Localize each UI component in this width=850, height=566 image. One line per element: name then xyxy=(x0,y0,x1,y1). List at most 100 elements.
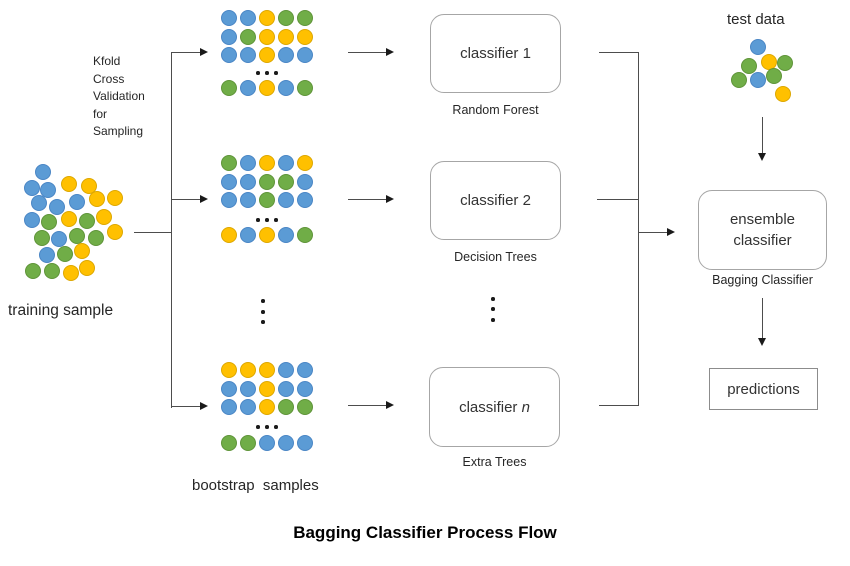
ensemble-classifier-box: ensemble classifier xyxy=(698,190,827,270)
grid-dot xyxy=(259,362,275,378)
arrowhead-branch-3-icon xyxy=(200,402,208,410)
test-dot xyxy=(766,68,782,84)
grid-dot xyxy=(221,47,237,63)
training-dot xyxy=(69,194,85,210)
training-dot xyxy=(61,176,77,192)
training-dot xyxy=(107,190,123,206)
ellipsis-dot xyxy=(261,299,265,303)
grid-dot xyxy=(297,155,313,171)
grid-dot xyxy=(259,381,275,397)
grid-dot xyxy=(221,381,237,397)
training-dot xyxy=(107,224,123,240)
connector-collector-vertical xyxy=(637,52,639,406)
ellipsis-dot xyxy=(261,310,265,314)
kfold-line-4: for xyxy=(93,106,108,121)
arrowhead-grid1-icon xyxy=(386,48,394,56)
ellipsis-dot xyxy=(491,307,495,311)
grid-dot xyxy=(221,10,237,26)
grid-dot xyxy=(240,80,256,96)
grid-dot xyxy=(259,399,275,415)
connector-clfn-out xyxy=(599,405,639,407)
ellipsis-dot xyxy=(491,297,495,301)
grid-dot xyxy=(278,192,294,208)
ellipsis-dot xyxy=(265,425,269,429)
grid-dot xyxy=(278,362,294,378)
grid-dot xyxy=(297,227,313,243)
connector-branch-vertical xyxy=(171,52,173,408)
training-dot xyxy=(49,199,65,215)
grid-dot xyxy=(297,435,313,451)
ellipsis-dot xyxy=(261,320,265,324)
training-dot xyxy=(63,265,79,281)
training-sample-label: training sample xyxy=(8,302,114,319)
grid-dot xyxy=(240,435,256,451)
ellipsis-dot xyxy=(265,218,269,222)
grid-dot xyxy=(278,381,294,397)
training-dot xyxy=(89,191,105,207)
ellipsis-dot xyxy=(274,425,278,429)
connector-grid3-clfn xyxy=(348,405,387,407)
grid-dot xyxy=(240,362,256,378)
training-dot xyxy=(34,230,50,246)
grid-dot xyxy=(240,29,256,45)
training-dot xyxy=(57,246,73,262)
kfold-label: Kfold Cross Validation for Sampling xyxy=(93,53,145,141)
classifier-n-label: classifier n xyxy=(459,398,530,416)
grid-dot xyxy=(278,227,294,243)
grid-dot xyxy=(240,174,256,190)
kfold-line-2: Cross xyxy=(93,71,125,86)
grid-dot xyxy=(240,155,256,171)
grid-dot xyxy=(259,155,275,171)
grid-dot xyxy=(240,192,256,208)
test-data-label: test data xyxy=(727,11,785,28)
grid-dot xyxy=(297,10,313,26)
grid-dot xyxy=(221,174,237,190)
training-dot xyxy=(88,230,104,246)
connector-clf1-out xyxy=(599,52,639,54)
grid-dot xyxy=(240,381,256,397)
test-dot xyxy=(750,39,766,55)
grid-dot xyxy=(259,80,275,96)
arrowhead-grid2-icon xyxy=(386,195,394,203)
grid-dot xyxy=(221,80,237,96)
grid-dot xyxy=(297,47,313,63)
grid-dot xyxy=(221,155,237,171)
training-dot xyxy=(24,180,40,196)
training-dot xyxy=(79,260,95,276)
grid-dot xyxy=(278,155,294,171)
grid-dot xyxy=(278,399,294,415)
connector-grid2-clf2 xyxy=(348,199,387,201)
connector-grid1-clf1 xyxy=(348,52,387,54)
predictions-box: predictions xyxy=(709,368,818,410)
grid-dot xyxy=(259,10,275,26)
grid-dot xyxy=(240,227,256,243)
training-dot xyxy=(69,228,85,244)
training-dot xyxy=(81,178,97,194)
grid-dot xyxy=(278,435,294,451)
grid-dot xyxy=(240,47,256,63)
grid-dot xyxy=(278,80,294,96)
training-dot xyxy=(79,213,95,229)
arrowhead-ensemble-icon xyxy=(667,228,675,236)
ellipsis-dot xyxy=(256,425,260,429)
grid-dot xyxy=(221,29,237,45)
classifier-1-label: classifier 1 xyxy=(460,45,531,62)
grid-dot xyxy=(240,10,256,26)
training-dot xyxy=(44,263,60,279)
grid-dot xyxy=(221,227,237,243)
classifier-n-sublabel: Extra Trees xyxy=(462,455,527,469)
grid-dot xyxy=(278,174,294,190)
training-dot xyxy=(35,164,51,180)
grid-dot xyxy=(297,381,313,397)
arrowhead-branch-1-icon xyxy=(200,48,208,56)
test-dot xyxy=(750,72,766,88)
classifier-1-box: classifier 1 xyxy=(430,14,561,93)
arrowhead-branch-2-icon xyxy=(200,195,208,203)
connector-testdata-down xyxy=(762,117,764,154)
ellipsis-dot xyxy=(491,318,495,322)
grid-dot xyxy=(297,362,313,378)
training-dot xyxy=(25,263,41,279)
classifier-2-box: classifier 2 xyxy=(430,161,561,240)
ellipsis-dot xyxy=(256,218,260,222)
training-dot xyxy=(40,182,56,198)
